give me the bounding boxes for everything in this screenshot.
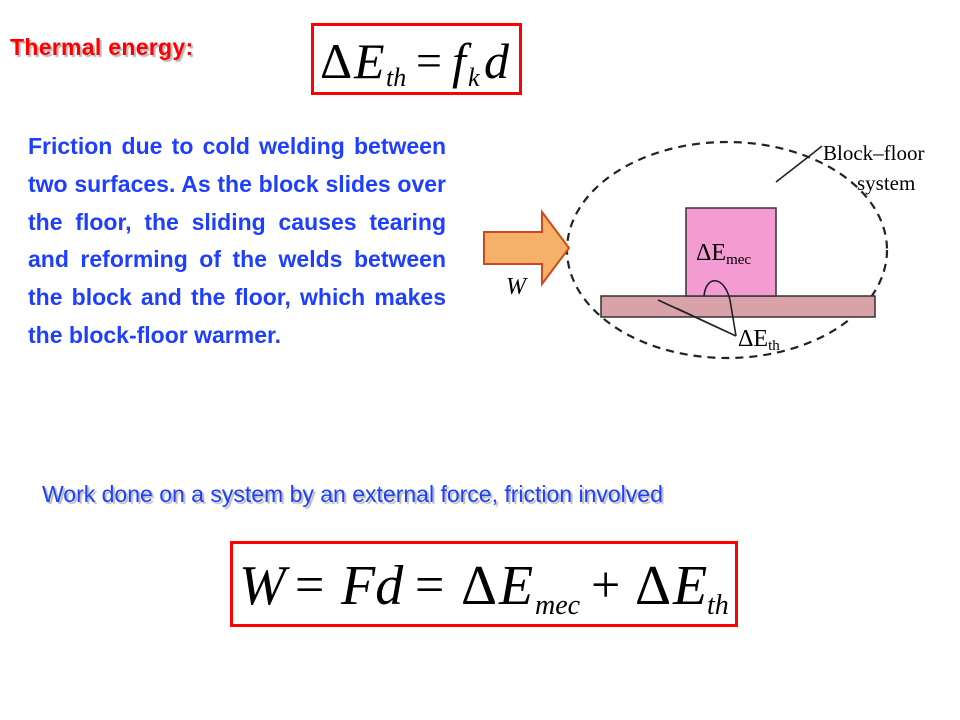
eq-E: E [353, 33, 385, 89]
work-label: W [506, 274, 528, 300]
eq-delta-1: Δ [461, 555, 497, 617]
eq-sub-k: k [468, 63, 480, 92]
eq-plus: + [591, 557, 620, 614]
thermal-energy-equation-box: Δ E th = f k d [311, 23, 522, 95]
friction-explanation-paragraph: Friction due to cold welding between two… [28, 133, 446, 348]
block [685, 207, 777, 297]
work-arrow-icon [483, 209, 571, 287]
eq-E-2: E [672, 555, 707, 617]
system-label-line2: system [857, 171, 915, 195]
eq-W: W [239, 555, 290, 617]
system-label-pointer [775, 145, 823, 183]
thermal-energy-label: ΔEth [738, 326, 780, 354]
eq-sub-th-2: th [707, 590, 729, 621]
floor [600, 295, 876, 318]
eq-sub-th: th [386, 63, 406, 92]
work-equation-box: W = Fd = Δ E mec + Δ E th [230, 541, 738, 627]
eq-equals-1: = [295, 557, 324, 614]
eq-equals: = [416, 35, 442, 86]
block-floor-system-diagram: ΔEmec ΔEth W Block–floor system [483, 140, 924, 360]
thermal-pointer-lines [657, 279, 737, 337]
eq-Fd: Fd [340, 555, 404, 617]
thermal-energy-equation: Δ E th = f k d [320, 33, 510, 92]
eq-delta-2: Δ [635, 555, 671, 617]
eq-d: d [484, 33, 510, 89]
system-label-line1: Block–floor [823, 141, 924, 165]
eq-delta: Δ [320, 33, 352, 89]
work-caption: Work done on a system by an external for… [42, 481, 663, 507]
eq-equals-2: = [415, 557, 444, 614]
work-equation: W = Fd = Δ E mec + Δ E th [239, 555, 729, 621]
block-energy-label: ΔEmec [696, 240, 751, 268]
eq-E-1: E [498, 555, 533, 617]
slide-title: Thermal energy: [10, 34, 194, 60]
eq-sub-mec: mec [535, 590, 581, 621]
